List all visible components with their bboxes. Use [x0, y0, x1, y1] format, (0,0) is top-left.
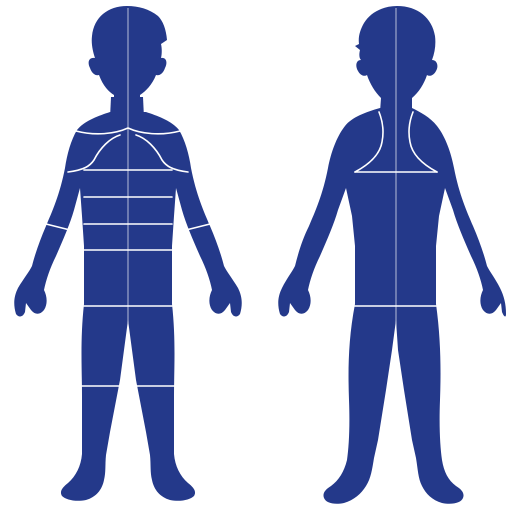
back-zone-head[interactable]	[356, 6, 438, 106]
back-zone-lower-back[interactable]	[355, 172, 437, 306]
back-zone-legs[interactable]	[324, 306, 466, 504]
back-zone-upper-back[interactable]	[355, 112, 437, 172]
back-zones	[324, 6, 466, 504]
